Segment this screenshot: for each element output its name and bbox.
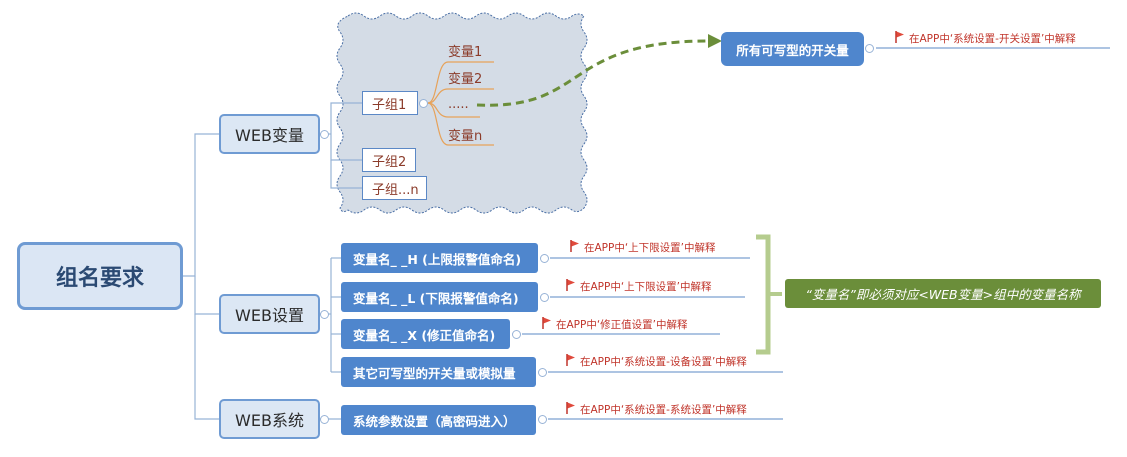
variable-ellipsis[interactable]: .....: [448, 97, 469, 112]
note-correction: 在APP中‘修正值设置’中解释: [542, 317, 688, 332]
subgroup-n[interactable]: 子组...n: [362, 176, 427, 200]
setting-other-writable[interactable]: 其它可写型的开关量或模拟量: [341, 357, 536, 387]
callout-variable-name-rule[interactable]: “变量名”即必须对应<WEB变量>组中的变量名称: [785, 279, 1101, 308]
variable-n[interactable]: 变量n: [448, 129, 483, 144]
setting-upper-limit[interactable]: 变量名_ _H (上限报警值命名): [341, 243, 538, 273]
note-upper-limit: 在APP中‘上下限设置’中解释: [570, 240, 716, 255]
variable-1[interactable]: 变量1: [448, 45, 483, 60]
collapse-toggle-set-2[interactable]: [540, 293, 549, 302]
branch-web-variables[interactable]: WEB变量: [219, 114, 320, 154]
note-lower-limit: 在APP中‘上下限设置’中解释: [566, 279, 712, 294]
red-flag-icon: [542, 317, 551, 332]
collapse-toggle-web-system[interactable]: [320, 415, 329, 424]
note-other-writable: 在APP中‘系统设置-设备设置’中解释: [566, 354, 747, 369]
collapse-toggle-set-3[interactable]: [512, 330, 521, 339]
branch-web-system[interactable]: WEB系统: [219, 399, 320, 439]
subgroup-1[interactable]: 子组1: [362, 91, 418, 115]
system-parameter-settings[interactable]: 系统参数设置（高密码进入）: [341, 405, 536, 435]
red-flag-icon: [566, 279, 575, 294]
collapse-toggle-sys-1[interactable]: [538, 415, 547, 424]
variable-2[interactable]: 变量2: [448, 72, 483, 87]
collapse-toggle-set-4[interactable]: [538, 368, 547, 377]
collapse-toggle-subgroup-1[interactable]: [419, 99, 428, 108]
collapse-toggle-target[interactable]: [865, 44, 874, 53]
setting-correction[interactable]: 变量名_ _X (修正值命名): [341, 319, 510, 349]
root-node[interactable]: 组名要求: [17, 242, 183, 310]
target-node-writable-switches[interactable]: 所有可写型的开关量: [721, 32, 864, 66]
red-flag-icon: [570, 240, 579, 255]
subgroup-2[interactable]: 子组2: [362, 148, 416, 172]
collapse-toggle-web-variables[interactable]: [320, 130, 329, 139]
red-flag-icon: [566, 354, 575, 369]
red-flag-icon: [895, 31, 904, 46]
setting-lower-limit[interactable]: 变量名_ _L (下限报警值命名): [341, 282, 538, 312]
collapse-toggle-web-settings[interactable]: [320, 310, 329, 319]
note-system-settings: 在APP中‘系统设置-系统设置’中解释: [566, 402, 747, 417]
collapse-toggle-set-1[interactable]: [540, 254, 549, 263]
red-flag-icon: [566, 402, 575, 417]
target-note: 在APP中‘系统设置-开关设置’中解释: [895, 31, 1076, 46]
branch-web-settings[interactable]: WEB设置: [219, 294, 320, 334]
